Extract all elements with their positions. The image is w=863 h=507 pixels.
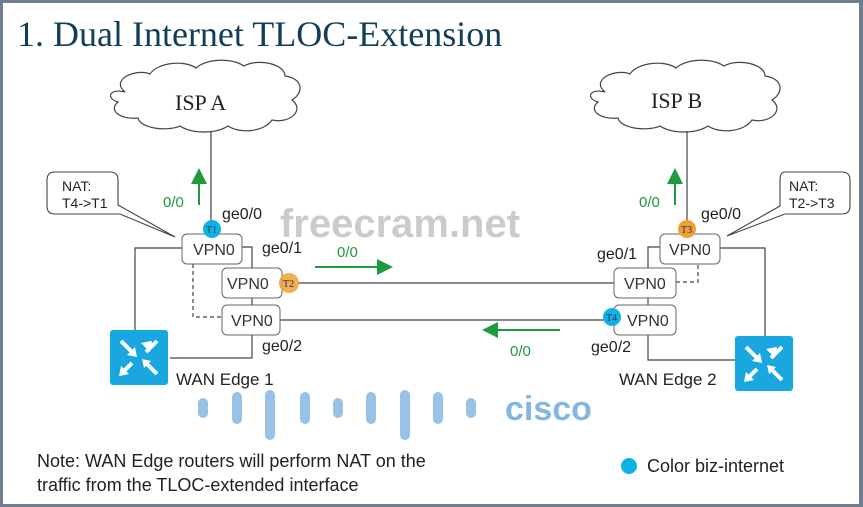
- edge2-dashed-link: [676, 264, 699, 283]
- isp-a-cloud: ISP A: [109, 59, 301, 133]
- vpn-label: VPN0: [624, 276, 666, 293]
- tloc-label: T1: [206, 225, 217, 236]
- circle-icon: [621, 458, 637, 474]
- edge2-ge00-to-router: [720, 247, 766, 336]
- edge2-ge01-label: ge0/1: [597, 246, 637, 263]
- edge1-vpn0-ge00: VPN0: [181, 233, 243, 265]
- edge2-vpn0-ge01: VPN0: [613, 267, 677, 299]
- watermark-site: freecram.net: [280, 202, 520, 246]
- tloc-label: T2: [283, 279, 294, 290]
- isp-b-cloud: ISP B: [589, 59, 781, 133]
- edge2-internal-link: [647, 246, 735, 361]
- note-line-2: traffic from the TLOC-extended interface: [37, 475, 359, 495]
- watermark-brand: cisco: [505, 390, 592, 428]
- edge1-ge00-label: ge0/0: [222, 206, 262, 223]
- legend-biz-internet: Color biz-internet: [621, 455, 784, 477]
- edge1-vpn0-ge01: VPN0: [221, 267, 283, 299]
- note-text: Note: WAN Edge routers will perform NAT …: [37, 449, 557, 497]
- isp-a-label: ISP A: [175, 90, 226, 115]
- cisco-logo-watermark: [198, 390, 476, 440]
- vpn-label: VPN0: [227, 276, 269, 293]
- tloc-t1: T1: [203, 220, 221, 238]
- wan-edge-2-label: WAN Edge 2: [619, 370, 717, 389]
- nat-callout-right: NAT: T2->T3: [726, 171, 851, 237]
- vpn-label: VPN0: [627, 313, 669, 330]
- isp-b-label: ISP B: [651, 88, 702, 113]
- wan-edge-1-router-icon: [110, 330, 168, 385]
- nat-left-line2: T4->T1: [62, 195, 108, 211]
- nat-right-line2: T2->T3: [789, 195, 835, 211]
- vpn-label: VPN0: [669, 242, 711, 259]
- tloc-label: T3: [681, 225, 692, 236]
- tloc-t3: T3: [678, 220, 696, 238]
- vpn-label: VPN0: [231, 313, 273, 330]
- tloc-t2: T2: [279, 273, 299, 293]
- edge1-ge01-label: ge0/1: [262, 240, 302, 257]
- nat-right-line1: NAT:: [789, 178, 818, 194]
- edge2-route-label: 0/0: [639, 194, 660, 211]
- edge1-internal-link: [170, 246, 253, 359]
- edge2-ge00-label: ge0/0: [701, 206, 741, 223]
- t2-route-label: 0/0: [337, 244, 358, 261]
- tloc-t4: T4: [603, 308, 621, 326]
- t4-route-label: 0/0: [510, 343, 531, 360]
- edge1-route-label: 0/0: [163, 194, 184, 211]
- tloc-label: T4: [606, 313, 617, 324]
- edge2-ge02-label: ge0/2: [591, 339, 631, 356]
- nat-callout-left: NAT: T4->T1: [46, 171, 176, 238]
- edge1-dashed-link: [192, 264, 222, 318]
- wan-edge-1-label: WAN Edge 1: [176, 370, 274, 389]
- wan-edge-2-router-icon: [735, 336, 793, 391]
- vpn-label: VPN0: [193, 242, 235, 259]
- note-line-1: Note: WAN Edge routers will perform NAT …: [37, 451, 426, 471]
- slide-title: 1. Dual Internet TLOC-Extension: [17, 14, 503, 54]
- edge2-vpn0-ge02: VPN0: [613, 304, 677, 336]
- legend-label: Color biz-internet: [647, 456, 785, 476]
- edge1-ge02-label: ge0/2: [262, 338, 302, 355]
- edge1-ge00-to-router: [134, 247, 182, 330]
- nat-left-line1: NAT:: [62, 178, 91, 194]
- edge2-vpn0-ge00: VPN0: [659, 233, 721, 265]
- edge1-vpn0-ge02: VPN0: [221, 304, 281, 336]
